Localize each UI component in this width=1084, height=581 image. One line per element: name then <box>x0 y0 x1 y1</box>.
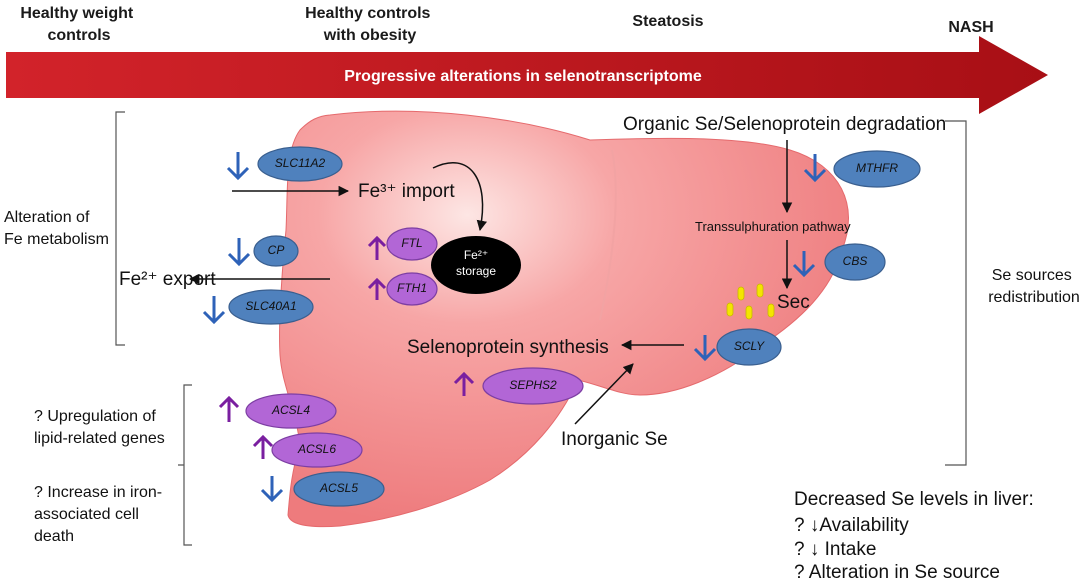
gene-ftl <box>386 227 438 261</box>
up-arrow-icon <box>218 395 240 422</box>
gene-fth1 <box>386 272 438 306</box>
down-arrow-icon <box>792 251 816 278</box>
lipid-question-2: ? Increase in iron- associated cell deat… <box>34 484 167 545</box>
fe2-export-label: Fe²⁺ export <box>119 269 216 290</box>
left-bracket <box>115 111 125 346</box>
down-arrow-icon <box>226 152 250 181</box>
banner-label: Progressive alterations in selenotranscr… <box>344 68 702 85</box>
gene-cbs-label: CBS <box>843 254 868 268</box>
gene-mthfr <box>833 150 921 188</box>
down-arrow-icon <box>202 296 226 325</box>
gene-acsl6-label: ACSL6 <box>297 442 336 456</box>
gene-scly <box>716 328 782 366</box>
gene-scly-label: SCLY <box>734 339 765 353</box>
gene-acsl4-label: ACSL4 <box>271 403 310 417</box>
down-arrow-icon <box>260 476 284 503</box>
sec-molecules <box>726 283 775 320</box>
gene-sephs2-label: SEPHS2 <box>509 378 557 392</box>
decreased-item-2: ? ↓ Intake <box>794 539 876 560</box>
liver-shape <box>279 110 849 528</box>
gene-slc11a2 <box>257 146 343 182</box>
organic-se-label: Organic Se/Selenoprotein degradation <box>623 114 946 135</box>
inorganic-se-label: Inorganic Se <box>561 429 668 450</box>
fe3-import-label: Fe³⁺ import <box>358 181 455 202</box>
lipid-bracket <box>178 384 192 546</box>
stage-labels: Healthy weight controls Healthy controls… <box>20 5 993 44</box>
down-arrow-icon <box>227 238 251 267</box>
gene-acsl6 <box>271 432 363 468</box>
up-arrow-icon <box>453 371 475 396</box>
decreased-item-3: ? Alteration in Se source <box>794 562 1000 581</box>
fe2-storage-line1: Fe²⁺ <box>464 248 488 262</box>
gene-fth1-label: FTH1 <box>397 281 427 295</box>
stage-steatosis: Steatosis <box>632 13 703 30</box>
down-arrow-icon <box>693 335 717 362</box>
fe-metabolism-label: Alteration of Fe metabolism <box>4 209 109 248</box>
up-arrow-icon <box>367 277 387 300</box>
up-arrow-icon <box>367 235 387 260</box>
gene-slc11a2-label: SLC11A2 <box>275 156 326 170</box>
sec-label: Sec <box>777 292 810 313</box>
gene-cp-label: CP <box>268 243 285 257</box>
gene-mthfr-label: MTHFR <box>856 161 898 175</box>
fe2-storage <box>431 236 521 294</box>
lipid-question-1: ? Upregulation of lipid-related genes <box>34 408 165 447</box>
decreased-se-block: Decreased Se levels in liver: ? ↓Availab… <box>794 489 1034 581</box>
fe3-to-storage-arrow <box>432 162 487 232</box>
right-bracket <box>945 120 967 466</box>
stage-obesity: Healthy controls with obesity <box>305 5 435 44</box>
gene-ftl-label: FTL <box>401 236 422 250</box>
gene-acsl5-label: ACSL5 <box>319 481 358 495</box>
se-sources-label: Se sources redistribution <box>988 267 1080 306</box>
selenoprotein-synthesis-label: Selenoprotein synthesis <box>407 337 609 358</box>
gene-acsl4 <box>245 393 337 429</box>
up-arrow-icon <box>252 434 274 459</box>
gene-cbs <box>824 243 886 281</box>
gene-slc40a1-label: SLC40A1 <box>245 299 296 313</box>
transsulphuration-label: Transsulphuration pathway <box>695 219 851 234</box>
gene-acsl5 <box>293 471 385 507</box>
liver-lobe-line <box>599 149 617 321</box>
gene-cp <box>253 235 299 267</box>
gene-sephs2 <box>482 367 584 405</box>
gene-slc40a1 <box>228 289 314 325</box>
decreased-title: Decreased Se levels in liver: <box>794 489 1034 510</box>
stage-nash: NASH <box>948 19 993 36</box>
inorganic-se-arrow <box>574 363 634 425</box>
decreased-item-1: ? ↓Availability <box>794 515 909 536</box>
stage-healthy-weight: Healthy weight controls <box>20 5 137 44</box>
progression-arrow: Progressive alterations in selenotranscr… <box>6 36 1048 114</box>
fe2-storage-line2: storage <box>456 264 496 278</box>
down-arrow-icon <box>803 154 827 183</box>
